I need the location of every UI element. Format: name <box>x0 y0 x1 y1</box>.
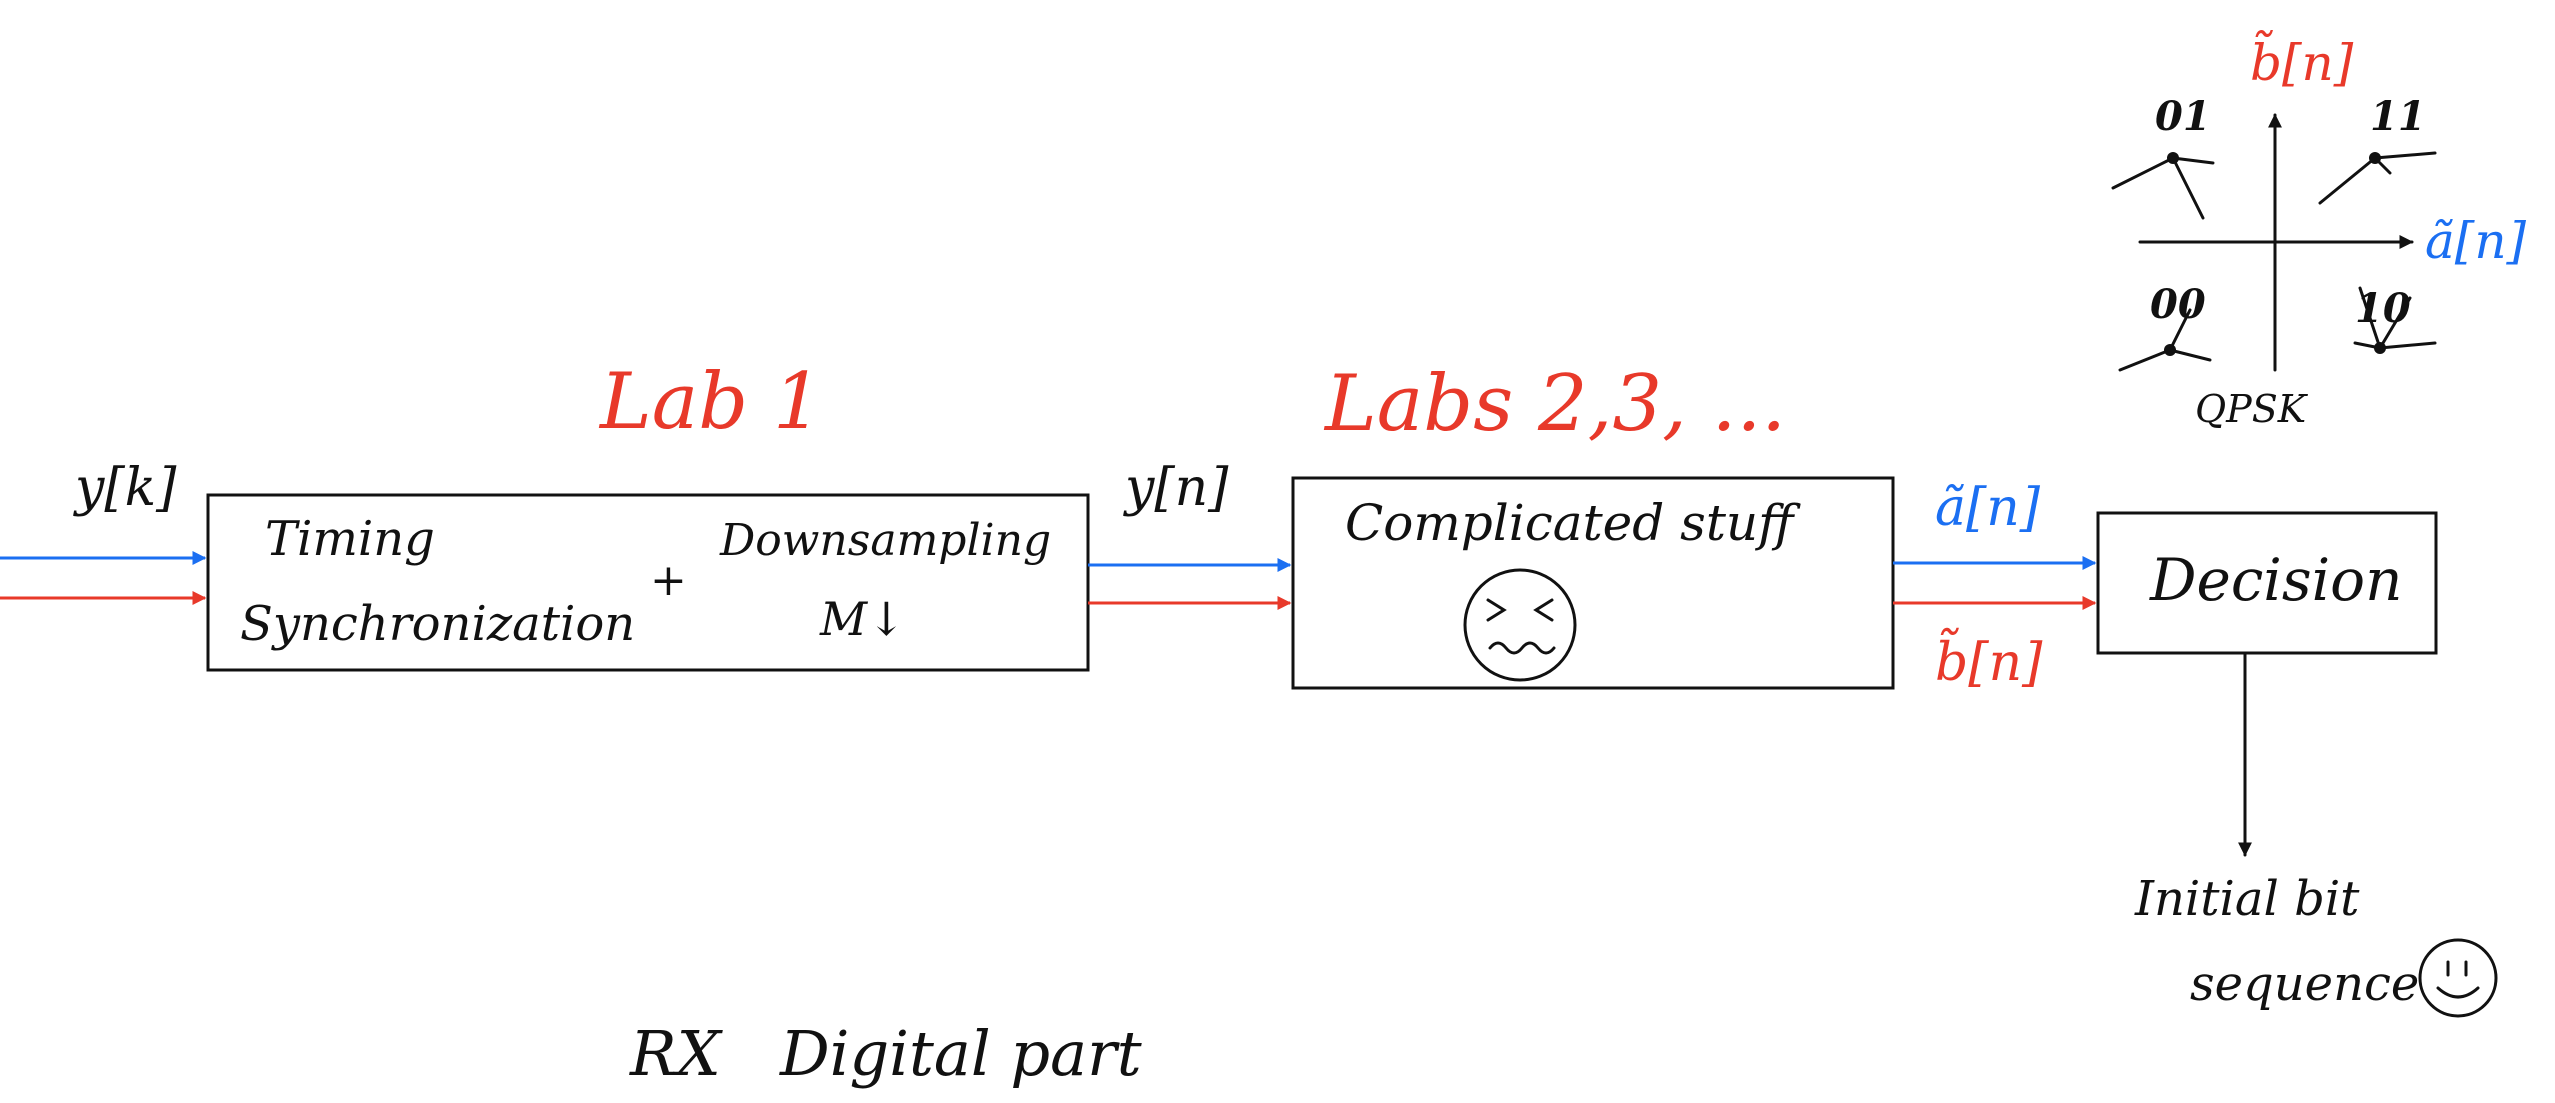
point-label-11: 11 <box>2370 93 2426 140</box>
timing-sync-block <box>206 493 1090 672</box>
output-label-line2: sequence <box>2190 956 2419 1012</box>
qpsk-constellation: b̃[n] ã[n] 01 11 00 10 QPSK <box>2111 30 2527 431</box>
downsampling-label: Downsampling <box>719 515 1051 566</box>
plus-sign: + <box>650 555 687 606</box>
constellation-y-label: b̃[n] <box>2250 30 2354 92</box>
complicated-stuff-block <box>1291 476 1895 690</box>
point-label-10: 10 <box>2355 285 2411 332</box>
mid-signal-label: y[n] <box>1123 458 1229 518</box>
decision-block <box>2096 511 2438 655</box>
downsampling-factor: M↓ <box>819 592 906 646</box>
timing-label: Timing <box>265 511 435 567</box>
labs-next-label: Labs 2,3, ... <box>1323 359 1786 449</box>
constellation-point-10 <box>2353 286 2437 354</box>
point-label-00: 00 <box>2150 281 2206 328</box>
decision-label: Decision <box>2149 546 2402 614</box>
output-label-line1: Initial bit <box>2134 871 2360 927</box>
constellation-point-01 <box>2111 152 2215 220</box>
constellation-title: QPSK <box>2195 387 2309 431</box>
lab1-label: Lab 1 <box>598 357 823 447</box>
smiley-face-icon <box>2418 938 2498 1018</box>
b-signal-label: b̃[n] <box>1935 627 2043 693</box>
angry-face-icon <box>1463 568 1577 682</box>
point-label-01: 01 <box>2155 93 2211 140</box>
input-signal-label: y[k] <box>73 458 177 518</box>
a-signal-label: ã[n] <box>1935 478 2041 538</box>
constellation-x-label: ã[n] <box>2425 212 2527 270</box>
footer-label: RX Digital part <box>629 1017 1142 1090</box>
synchronization-label: Synchronization <box>240 596 635 652</box>
constellation-point-00 <box>2118 308 2212 372</box>
complicated-stuff-label: Complicated stuff <box>1345 494 1801 552</box>
constellation-point-11 <box>2318 151 2437 205</box>
